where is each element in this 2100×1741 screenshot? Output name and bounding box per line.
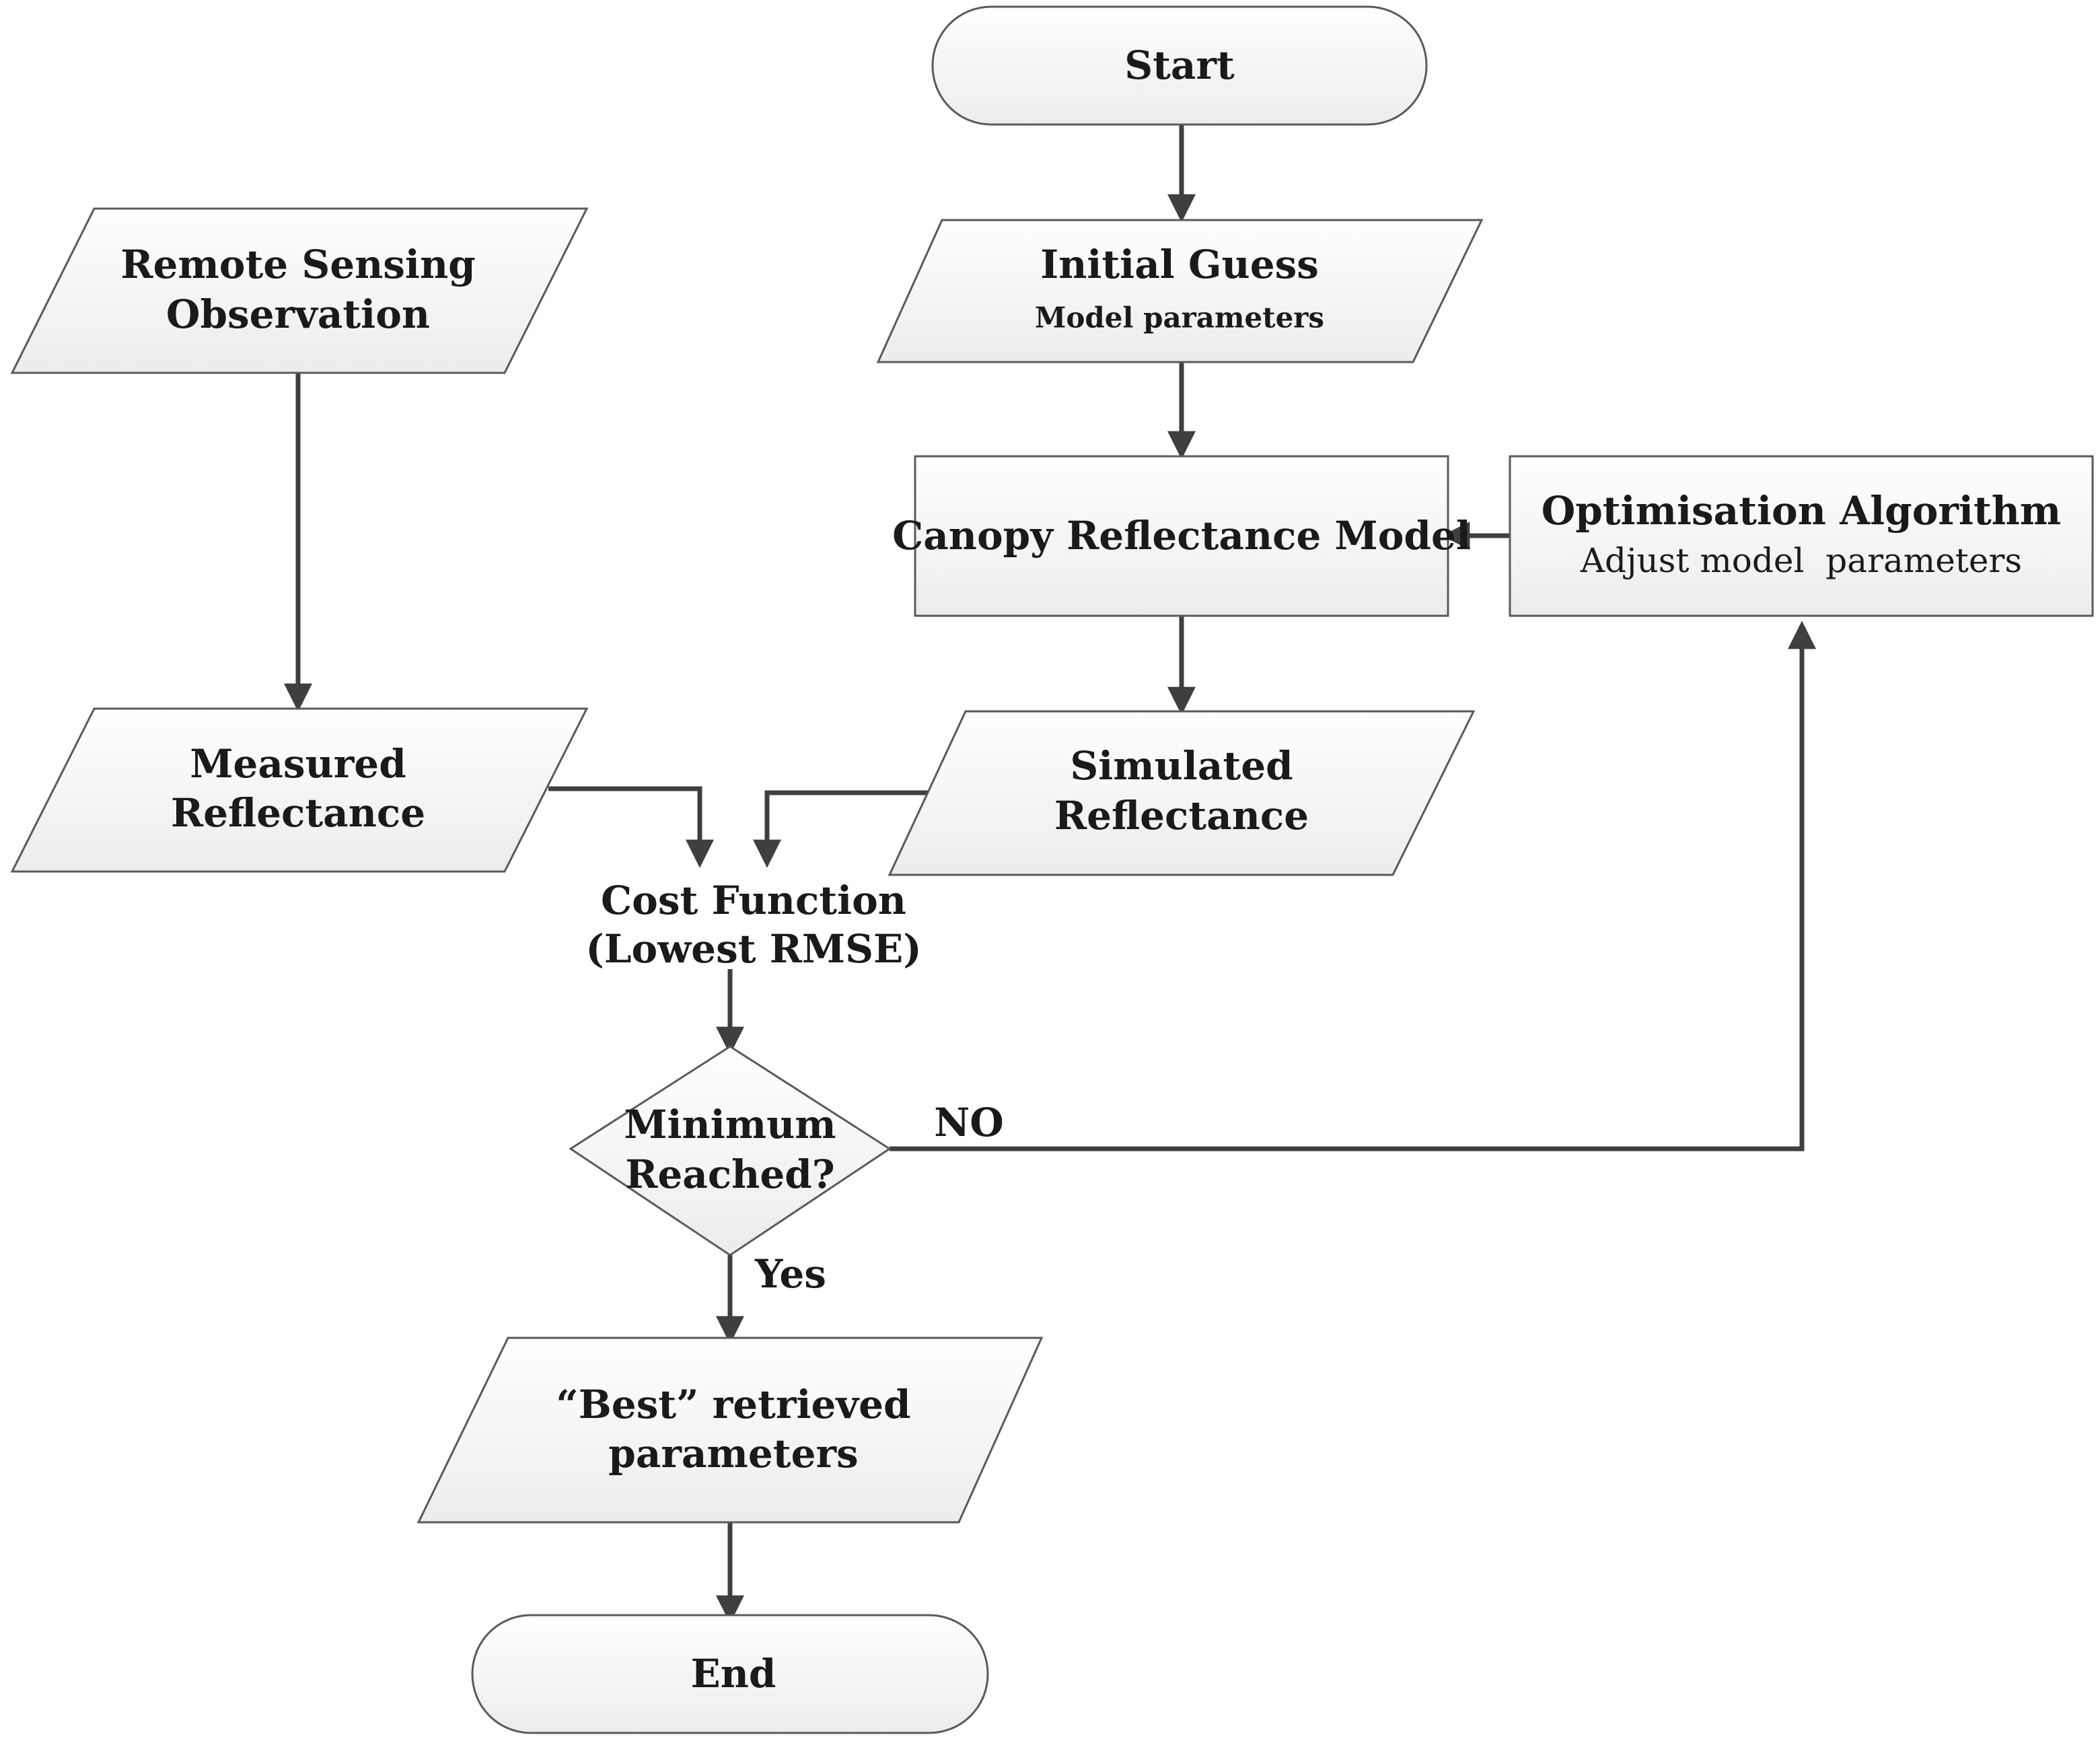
simulated-line2: Reflectance bbox=[1054, 793, 1309, 839]
end-label: End bbox=[691, 1651, 776, 1697]
decision-line1: Minimum bbox=[624, 1102, 836, 1147]
decision-line2: Reached? bbox=[625, 1151, 835, 1197]
connectors bbox=[284, 125, 1816, 1624]
initial-guess-subtitle: Model parameters bbox=[1035, 301, 1324, 334]
cost-function-line1: Cost Function bbox=[601, 878, 906, 923]
optimisation-node: Optimisation Algorithm Adjust model para… bbox=[1509, 455, 2094, 617]
arrow-measured-to-cost-function bbox=[548, 786, 714, 868]
arrow-decision-no-to-optimisation bbox=[890, 620, 1816, 1151]
simulated-line1: Simulated bbox=[1070, 743, 1293, 789]
simulated-shape bbox=[888, 710, 1476, 876]
cost-function-line2: (Lowest RMSE) bbox=[585, 926, 921, 972]
best-params-shape bbox=[417, 1337, 1044, 1524]
optimisation-subtitle: Adjust model parameters bbox=[1580, 541, 2022, 580]
measured-node: Measured Reflectance bbox=[10, 707, 589, 873]
best-params-line2: parameters bbox=[608, 1431, 858, 1477]
canopy-model-label: Canopy Reflectance Model bbox=[892, 513, 1471, 559]
measured-shape bbox=[10, 707, 589, 873]
remote-sensing-line1: Remote Sensing bbox=[120, 242, 475, 287]
measured-line1: Measured bbox=[190, 741, 406, 787]
initial-guess-shape bbox=[876, 219, 1484, 363]
arrow-simulated-to-cost-function bbox=[753, 790, 932, 868]
start-terminal: Start bbox=[931, 5, 1428, 126]
optimisation-title: Optimisation Algorithm bbox=[1542, 488, 2062, 534]
best-params-node: “Best” retrieved parameters bbox=[417, 1337, 1044, 1524]
initial-guess-node: Initial Guess Model parameters bbox=[876, 219, 1484, 363]
cost-function-node: Cost Function (Lowest RMSE) bbox=[585, 878, 921, 972]
decision-node: Minimum Reached? bbox=[569, 1045, 892, 1256]
measured-line2: Reflectance bbox=[171, 790, 425, 836]
canopy-model-shape bbox=[914, 455, 1449, 617]
simulated-node: Simulated Reflectance bbox=[888, 710, 1476, 876]
best-params-line1: “Best” retrieved bbox=[556, 1382, 910, 1427]
no-edge-label: NO bbox=[934, 1100, 1004, 1145]
start-terminal-shape bbox=[931, 5, 1428, 126]
remote-sensing-shape bbox=[10, 207, 589, 374]
remote-sensing-line2: Observation bbox=[166, 291, 430, 337]
yes-edge-label: Yes bbox=[754, 1251, 826, 1297]
start-label: Start bbox=[1124, 42, 1235, 88]
optimisation-shape bbox=[1509, 455, 2094, 617]
end-terminal: End bbox=[471, 1614, 989, 1734]
end-terminal-shape bbox=[471, 1614, 989, 1734]
remote-sensing-node: Remote Sensing Observation bbox=[10, 207, 589, 374]
decision-shape bbox=[569, 1045, 892, 1256]
canopy-model-node: Canopy Reflectance Model bbox=[892, 455, 1471, 617]
initial-guess-title: Initial Guess bbox=[1040, 242, 1319, 287]
